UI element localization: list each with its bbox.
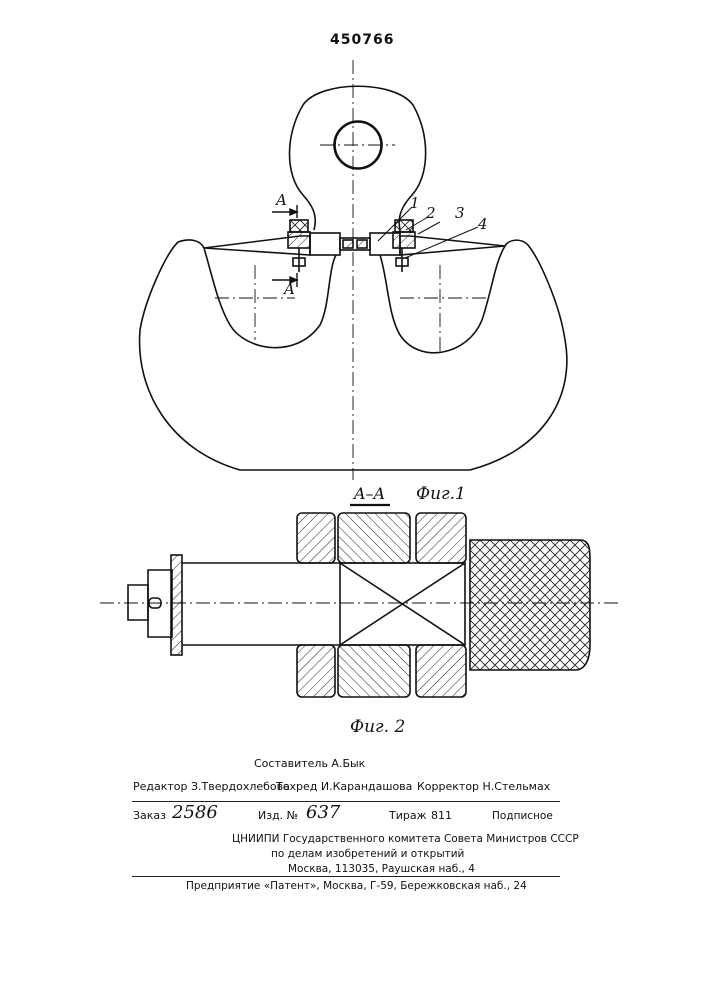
order-value: 2586: [172, 802, 218, 823]
part-label-1: 1: [410, 194, 420, 212]
section-mark-lower: A: [284, 280, 295, 298]
issue-value: 637: [306, 802, 340, 823]
publisher-line-2: по делам изобретений и открытий: [271, 848, 464, 860]
corrector: Корректор Н.Стельмах: [417, 780, 550, 793]
section-title: A–A: [354, 484, 385, 503]
divider-bottom: [132, 876, 560, 877]
printer: Предприятие «Патент», Москва, Г-59, Бере…: [186, 880, 527, 892]
section-mark-upper: A: [276, 191, 287, 209]
technical-drawing: [0, 0, 707, 760]
part-label-4: 4: [478, 215, 488, 233]
figure-2: [128, 505, 590, 697]
print-run-label: Тираж: [389, 809, 427, 822]
order-label: Заказ: [133, 809, 166, 822]
publisher-line-1: ЦНИИПИ Государственного комитета Совета …: [232, 833, 579, 845]
part-label-3: 3: [455, 204, 465, 222]
print-run-value: 811: [431, 809, 452, 822]
subscription: Подписное: [492, 810, 553, 822]
editor: Редактор З.Твердохлебова: [133, 780, 290, 793]
publisher-line-3: Москва, 113035, Раушская наб., 4: [288, 863, 475, 875]
figure-1-caption: Фиг.1: [416, 484, 466, 504]
issue-label: Изд. №: [258, 809, 298, 822]
techred: Техред И.Карандашова: [276, 780, 412, 793]
figure-2-caption: Фиг. 2: [350, 717, 405, 737]
part-label-2: 2: [426, 204, 436, 222]
compiler: Составитель А.Бык: [254, 757, 365, 770]
